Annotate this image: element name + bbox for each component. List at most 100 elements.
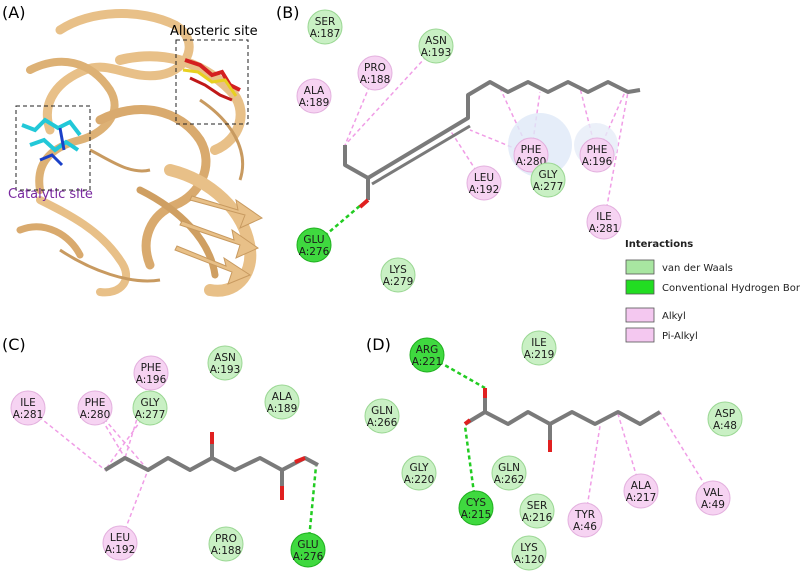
residue-name: CYS <box>466 497 487 509</box>
panel-c-residues: PHEA:196ASNA:193ILEA:281PHEA:280GLYA:277… <box>10 345 326 568</box>
residue-id: A:266 <box>367 417 398 429</box>
panel-a: (A) Allosteric site <box>2 3 264 297</box>
residue-circle <box>296 227 332 263</box>
residue-name: LEU <box>474 172 494 184</box>
panel-d-residues: ARGA:221ILEA:219GLNA:266ASPA:48GLYA:220G… <box>364 330 743 571</box>
panel-b-ligand <box>343 80 641 209</box>
legend-title: Interactions <box>625 239 693 250</box>
legend-swatch-vdw <box>625 259 655 275</box>
alkyl-interaction-line <box>344 45 437 146</box>
panel-d-ligand <box>463 388 662 452</box>
residue-id: A:188 <box>211 545 242 557</box>
panel-c-letter: (C) <box>2 335 26 354</box>
panel-c-ligand <box>103 432 319 500</box>
residue-id: A:192 <box>469 184 500 196</box>
residue-circle <box>357 55 393 91</box>
residue-name: PRO <box>364 62 386 74</box>
residue-name: ALA <box>631 480 652 492</box>
legend-swatch-pi-alkyl <box>625 327 655 343</box>
residue-circle <box>290 532 326 568</box>
protein-cartoon <box>16 9 264 297</box>
legend-label-pi-alkyl: Pi-Alkyl <box>662 331 698 342</box>
residue-circle <box>707 401 743 437</box>
panel-c: (C) PHEA:196ASNA:193ILEA:281PHEA:280GLYA… <box>2 335 326 568</box>
residue-circle <box>491 455 527 491</box>
alkyl-interaction-line <box>119 469 149 544</box>
residue-name: GLU <box>297 539 318 551</box>
legend-swatch-alkyl <box>625 307 655 323</box>
residue-name: ALA <box>272 391 293 403</box>
catalytic-site-label: Catalytic site <box>8 187 93 202</box>
residue-circle <box>132 390 168 426</box>
residue-name: ILE <box>20 397 36 409</box>
residue-id: A:276 <box>299 246 330 258</box>
residue-circle <box>458 490 494 526</box>
residue-id: A:188 <box>360 74 391 86</box>
residue-circle <box>208 526 244 562</box>
residue-id: A:281 <box>13 409 44 421</box>
residue-id: A:193 <box>210 364 241 376</box>
alkyl-interaction-line <box>603 91 629 223</box>
residue-id: A:219 <box>524 349 555 361</box>
residue-id: A:262 <box>494 474 525 486</box>
residue-circle <box>364 398 400 434</box>
residue-circle <box>296 78 332 114</box>
residue-circle <box>586 204 622 240</box>
residue-circle <box>307 9 343 45</box>
residue-id: A:46 <box>573 521 597 533</box>
residue-id: A:192 <box>105 544 136 556</box>
residue-id: A:277 <box>135 409 166 421</box>
alkyl-interaction-line <box>104 407 151 471</box>
residue-name: ARG <box>416 344 439 356</box>
legend: Interactions van der Waals Conventional … <box>625 239 800 343</box>
residue-id: A:48 <box>713 420 737 432</box>
residue-id: A:280 <box>80 409 111 421</box>
residue-circle <box>409 337 445 373</box>
residue-name: ILE <box>596 211 612 223</box>
residue-id: A:189 <box>299 97 330 109</box>
alkyl-interaction-line <box>499 87 532 156</box>
residue-name: PHE <box>85 397 106 409</box>
residue-circle <box>102 525 138 561</box>
residue-name: GLN <box>371 405 393 417</box>
residue-circle <box>695 480 731 516</box>
residue-circle <box>530 162 566 198</box>
residue-name: GLN <box>498 462 520 474</box>
residue-circle <box>519 493 555 529</box>
catalytic-site-box <box>15 105 91 191</box>
residue-circle <box>77 390 113 426</box>
panel-d-letter: (D) <box>366 335 391 354</box>
residue-circle <box>513 137 549 173</box>
residue-name: PHE <box>521 144 542 156</box>
residue-id: A:120 <box>514 554 545 566</box>
residue-name: PHE <box>141 362 162 374</box>
legend-item: Conventional Hydrogen Bond <box>625 279 800 295</box>
residue-id: A:280 <box>516 156 547 168</box>
residue-circle <box>466 165 502 201</box>
residue-id: A:279 <box>383 276 414 288</box>
residue-id: A:281 <box>589 223 620 235</box>
residue-circle <box>511 535 547 571</box>
residue-circle <box>567 502 603 538</box>
allosteric-ligand <box>182 58 241 102</box>
